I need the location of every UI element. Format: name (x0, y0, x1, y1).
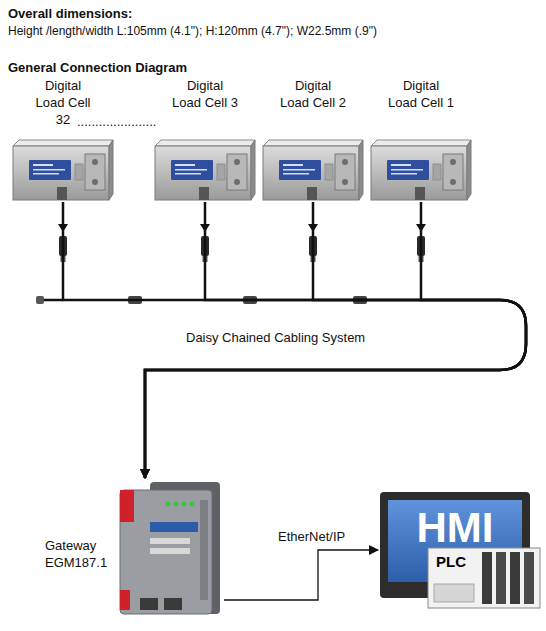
illustration-part (524, 552, 534, 604)
device-label-text: Digital Load Cell 32 (29, 78, 97, 129)
illustration-part (150, 522, 198, 532)
gateway-picture (120, 482, 220, 614)
device-label-text: Digital Load Cell 3 (171, 78, 239, 112)
device-label-text: Digital Load Cell 1 (387, 78, 455, 112)
daisy-chain-cable (145, 202, 526, 478)
heading-label: Overall dimensions: (8, 6, 132, 21)
diagram-title: General Connection Diagram (8, 60, 187, 75)
load-cell-pictures (13, 140, 471, 200)
cable-arrows (58, 224, 426, 232)
illustration-part (166, 502, 171, 507)
illustration-part (140, 598, 158, 610)
device-label: Digital Load Cell 2 (261, 78, 365, 112)
illustration-part (428, 548, 540, 608)
illustration-part (510, 552, 520, 604)
daisy-chain-cable (145, 202, 526, 478)
illustration-part (182, 502, 187, 507)
ellipsis-dots: ...................... (77, 114, 156, 129)
hmi-plc-unit: HMI PLC (378, 490, 542, 612)
illustration-part (120, 490, 134, 522)
device-label: Digital Load Cell 1 (369, 78, 473, 112)
device-label: Digital Load Cell 3 (153, 78, 257, 112)
illustration-part (120, 590, 130, 610)
device-label: PLC (436, 554, 466, 569)
device-label: Digital Load Cell 32 (11, 78, 115, 129)
cable-plugs (59, 236, 425, 262)
daisy-chain-cable (145, 202, 526, 478)
device-label: Gateway EGM187.1 (45, 538, 117, 572)
load-cell: Digital Load Cell 3 (153, 78, 257, 202)
cable-label: Daisy Chained Cabling System (186, 330, 365, 345)
illustration-part (482, 552, 492, 604)
illustration-part (155, 140, 255, 200)
illustration-part (13, 140, 113, 200)
dimension-note: Height /length/width L:105mm (4.1"); H:1… (8, 24, 377, 38)
illustration-part (200, 500, 208, 600)
load-cell: Digital Load Cell 1 (369, 78, 473, 202)
illustration-part (150, 538, 190, 544)
illustration-part (263, 140, 363, 200)
illustration-part (434, 584, 474, 602)
illustration-part (496, 552, 506, 604)
load-cell: Digital Load Cell 2 (261, 78, 365, 202)
hmi-plc-picture (380, 492, 540, 608)
link-label: EtherNet/IP (276, 529, 347, 544)
load-cell: Digital Load Cell 32 (11, 78, 115, 202)
illustration-part (174, 502, 179, 507)
illustration-part (150, 548, 190, 554)
screen-label: HMI (388, 507, 522, 549)
illustration-part (371, 140, 471, 200)
illustration-part (120, 490, 212, 614)
illustration-part (164, 598, 182, 610)
illustration-part (190, 502, 195, 507)
daisy-chain-cable (63, 202, 526, 478)
network-link (224, 550, 378, 600)
gateway-device: Gateway EGM187.1 (40, 478, 224, 616)
device-label-text: Digital Load Cell 2 (279, 78, 347, 112)
illustration-part (36, 296, 44, 304)
